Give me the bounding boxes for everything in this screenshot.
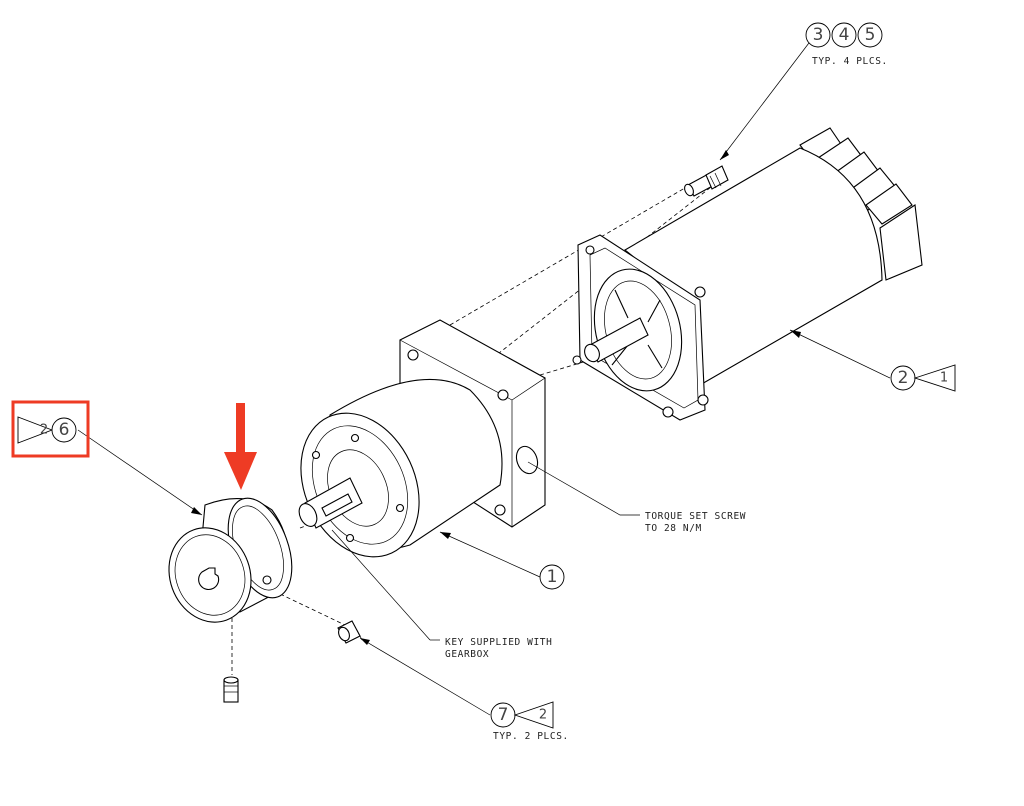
- torque-note-line2: TO 28 N/M: [645, 523, 702, 534]
- callout-5-label: 5: [865, 25, 876, 45]
- set-screw-lower: [223, 676, 239, 703]
- shaft-key: [321, 493, 353, 517]
- callout-2-qty: 1: [940, 371, 948, 386]
- callout-3-label: 3: [813, 25, 824, 45]
- gearbox: [298, 319, 546, 558]
- bolt-hardware: [684, 165, 729, 197]
- callout-2-label: 2: [898, 368, 909, 388]
- pulley-bore: [198, 567, 220, 590]
- set-screw-hole: [515, 445, 539, 475]
- leader-lines: [77, 34, 891, 716]
- torque-note: TORQUE SET SCREW TO 28 N/M: [645, 511, 746, 534]
- callout-7: 7 2 TYP. 2 PLCS.: [490, 701, 569, 742]
- motor: [572, 127, 923, 421]
- callout-6-label: 6: [59, 420, 70, 440]
- key-note-line2: GEARBOX: [445, 649, 489, 660]
- callout-4-label: 4: [839, 25, 850, 45]
- callout-7-label: 7: [498, 705, 509, 725]
- callout-7-qty: 2: [539, 708, 547, 723]
- key-note-line1: KEY SUPPLIED WITH: [445, 637, 552, 648]
- callout-1: 1: [539, 564, 565, 590]
- highlight-box: [11, 400, 90, 458]
- callout-2: 2 1: [890, 364, 956, 392]
- pulley: [168, 497, 293, 623]
- typ-4-plcs-note: TYP. 4 PLCS.: [812, 56, 888, 67]
- callout-6: 2 6: [17, 416, 77, 444]
- callout-345: 3 4 5 TYP. 4 PLCS.: [805, 22, 888, 67]
- typ-2-plcs-note: TYP. 2 PLCS.: [493, 731, 569, 742]
- torque-note-line1: TORQUE SET SCREW: [645, 511, 746, 522]
- down-arrow-icon: [224, 403, 257, 490]
- callout-1-label: 1: [547, 567, 558, 587]
- callout-6-qty: 2: [40, 423, 48, 438]
- key-note: KEY SUPPLIED WITH GEARBOX: [430, 637, 552, 660]
- set-screw-upper: [337, 620, 363, 644]
